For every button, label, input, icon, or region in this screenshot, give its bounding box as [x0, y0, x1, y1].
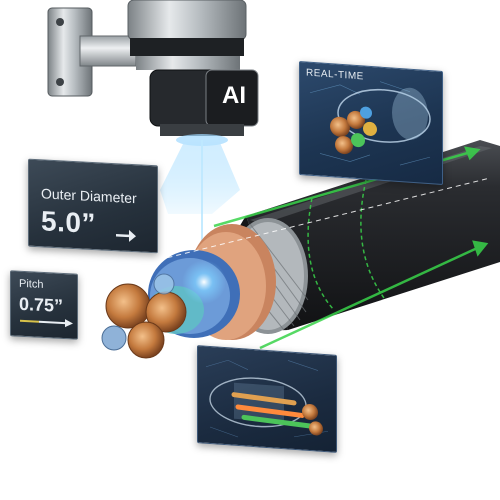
- robot-arm: [47, 0, 259, 146]
- arrow-right-icon: [116, 229, 136, 242]
- outer-diameter-title: Outer Diameter: [41, 185, 137, 207]
- scan-glow: [182, 260, 226, 304]
- pitch-title: Pitch: [19, 277, 44, 291]
- outer-diameter-panel: Outer Diameter 5.0”: [28, 158, 158, 254]
- pitch-value: 0.75”: [19, 293, 64, 316]
- copper-conductors: [101, 273, 187, 359]
- cable-cutaway-image: [205, 359, 329, 438]
- realtime-cable-cutaway: [309, 81, 431, 166]
- cutaway-panel: [197, 345, 337, 453]
- center-axis: [149, 177, 491, 263]
- pitch-panel: Pitch 0.75”: [10, 270, 78, 340]
- scan-beam: [160, 138, 240, 214]
- pitch-arrow-icon: [20, 319, 73, 328]
- realtime-panel: REAL-TIME: [299, 60, 443, 186]
- outer-diameter-value: 5.0”: [41, 205, 96, 240]
- ai-chip-icon: AI: [222, 82, 246, 109]
